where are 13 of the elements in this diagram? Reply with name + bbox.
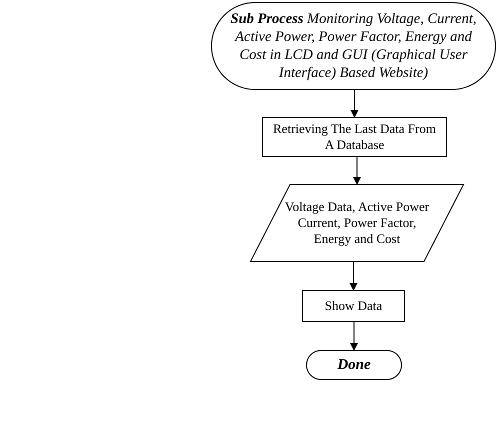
arrow — [350, 322, 358, 351]
arrow — [353, 156, 361, 185]
node-text: Done — [336, 356, 372, 374]
data-parallelogram — [250, 184, 464, 262]
arrow — [350, 90, 358, 118]
process-box — [262, 117, 447, 157]
node-text: Voltage Data, Active Power Current, Power Factor, Energy and Cost — [284, 198, 430, 248]
arrow — [350, 262, 358, 291]
process-box — [302, 290, 405, 322]
node-text: Sub Process Monitoring Voltage, Current, Active Power, Power Factor, Energy and Cost in LCD and GUI (Graphical User Interface) Based Website) — [230, 10, 478, 82]
node-text: Retrieving The Last Data From A Database — [272, 120, 437, 154]
terminator-shape — [306, 350, 402, 380]
node-text: Show Data — [324, 298, 384, 314]
